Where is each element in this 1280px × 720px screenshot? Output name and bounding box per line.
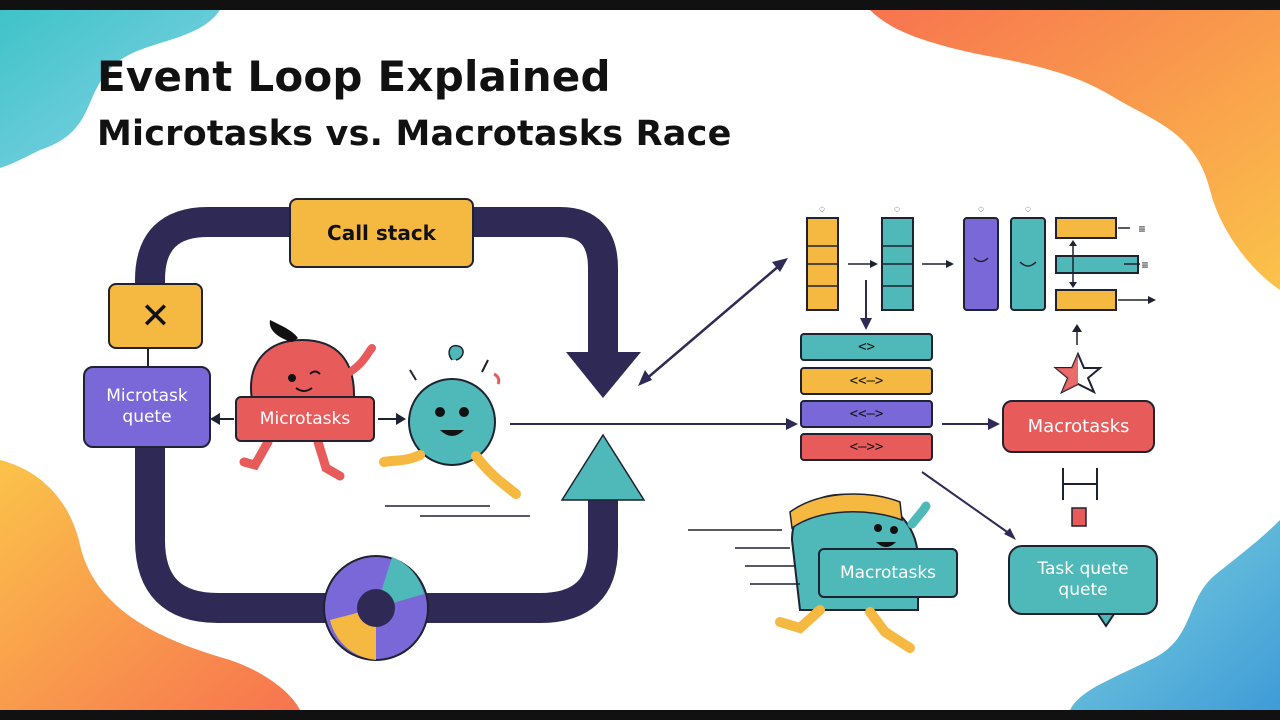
loop-wheel-icon: [323, 555, 429, 661]
svg-text:◌: ◌: [1025, 204, 1031, 215]
svg-text:≡: ≡: [1141, 258, 1148, 272]
microtask-queue-box: Microtask quete: [83, 366, 211, 448]
event-loop-track: [135, 207, 618, 360]
stack-column-teal: ◌: [881, 204, 914, 311]
call-stack-box: Call stack: [289, 198, 474, 268]
stack-column-purple: ◌: [963, 204, 999, 311]
page-subtitle: Microtasks vs. Macrotasks Race: [97, 114, 732, 154]
microtask-runner-character: [239, 320, 376, 481]
page-title: Event Loop Explained: [97, 52, 611, 101]
queue-bar: <>: [800, 333, 933, 361]
loop-arrow-down-icon: [566, 352, 641, 398]
svg-text:◌: ◌: [819, 204, 825, 215]
mini-queue-diagram: ≡ ≡: [1055, 217, 1156, 311]
stack-column-teal-2: ◌: [1010, 204, 1046, 311]
queue-bar: <<–>: [800, 367, 933, 395]
event-loop-track-lower: [135, 448, 618, 623]
svg-text:≡: ≡: [1138, 222, 1145, 236]
corner-blob-top-left: [0, 10, 220, 168]
cancel-icon: ✕: [108, 283, 203, 349]
task-queue-bubble: Task quete quete: [1008, 545, 1158, 615]
queue-bar: <–>>: [800, 433, 933, 461]
microtasks-label: Microtasks: [235, 396, 375, 442]
macrotasks-runner-label: Macrotasks: [818, 548, 958, 598]
queue-bar: <<–>: [800, 400, 933, 428]
corner-blob-bottom-right: [1070, 520, 1280, 710]
corner-blob-top-right: [870, 10, 1280, 290]
connector-mark: [1062, 468, 1098, 500]
top-border: [0, 0, 1280, 10]
stack-column-yellow: ◌: [806, 204, 839, 311]
teal-runner-character: [379, 344, 521, 499]
macrotasks-box: Macrotasks: [1002, 400, 1155, 453]
flag-icon: [1071, 507, 1087, 527]
bottom-border: [0, 710, 1280, 720]
svg-text:◌: ◌: [978, 204, 984, 215]
arrow-double-diagonal: [644, 264, 781, 381]
svg-text:◌: ◌: [894, 204, 900, 215]
loop-arrow-up-icon: [560, 433, 646, 501]
corner-blob-bottom-left: [0, 460, 300, 710]
arrow-to-task-queue: [921, 471, 1011, 535]
